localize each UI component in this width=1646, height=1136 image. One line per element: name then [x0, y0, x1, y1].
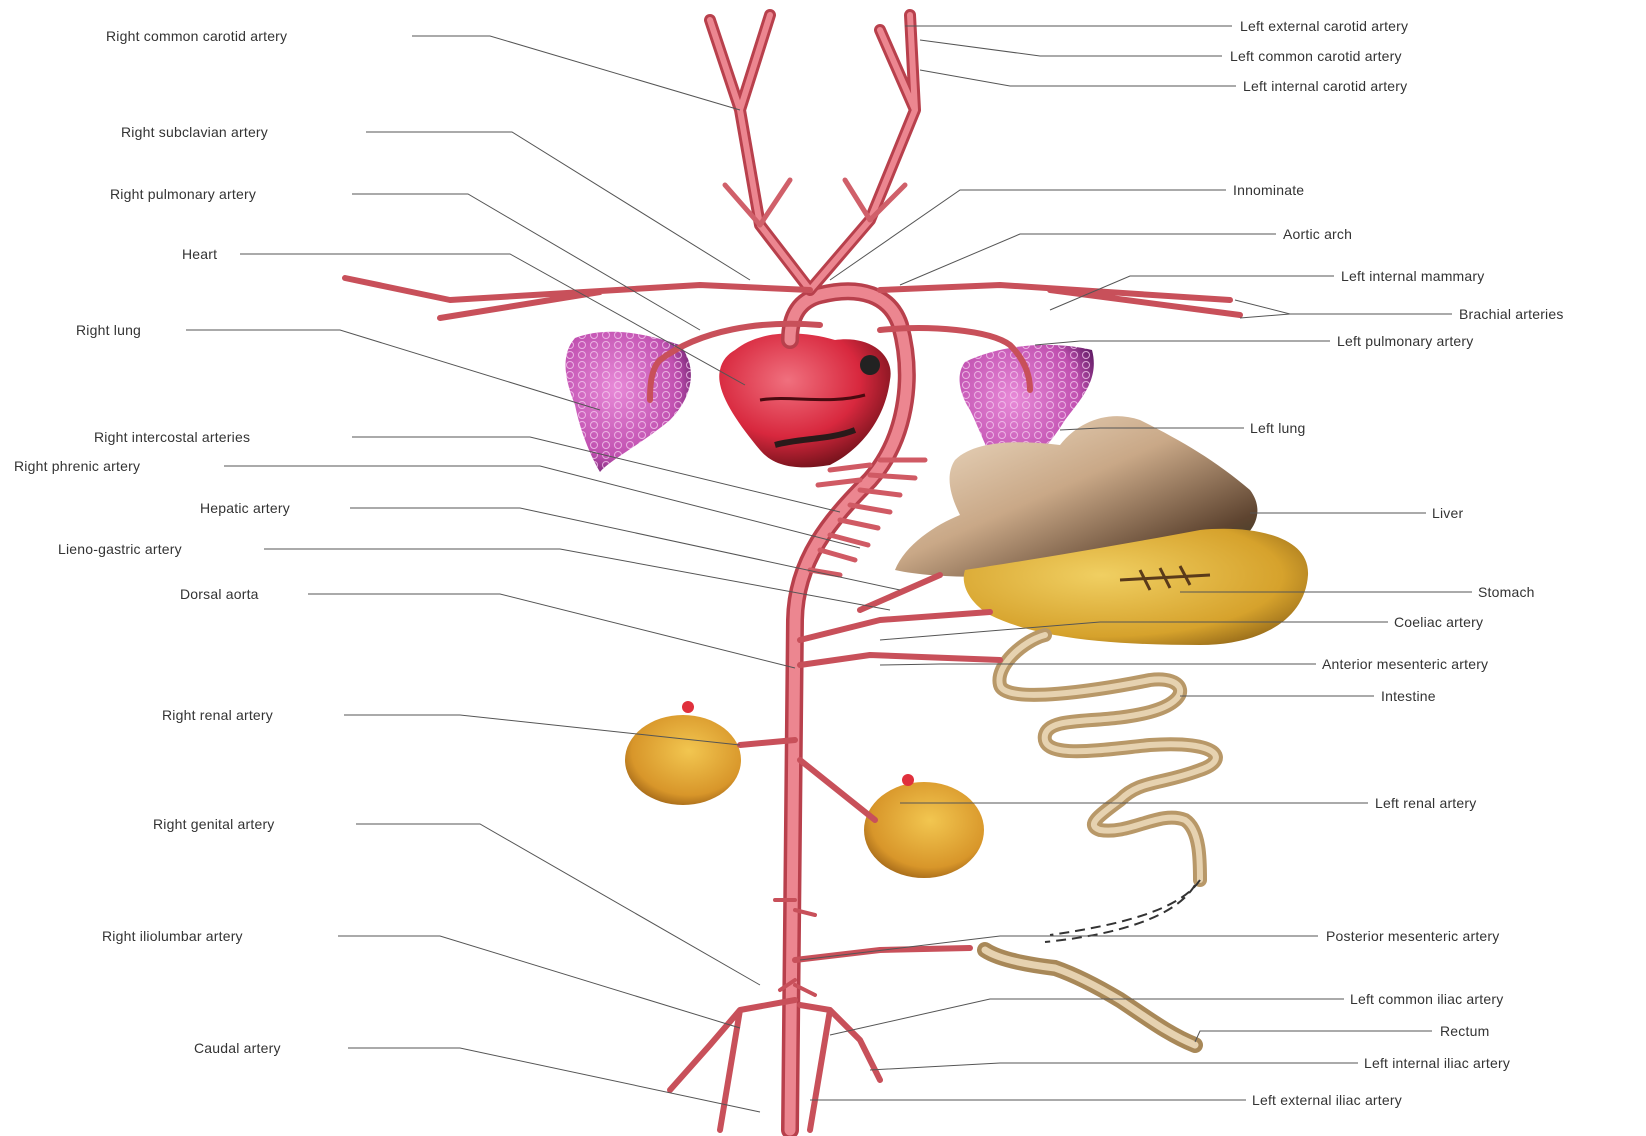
leader-aortic-arch — [900, 234, 1276, 285]
label-left-pulmonary: Left pulmonary artery — [1337, 333, 1473, 349]
leader-left-pulmonary — [1035, 341, 1330, 345]
leader-brachial — [1235, 300, 1452, 314]
label-right-iliolumbar: Right iliolumbar artery — [102, 928, 243, 944]
label-left-renal: Left renal artery — [1375, 795, 1476, 811]
heart — [719, 333, 890, 467]
label-lieno-gastric: Lieno-gastric artery — [58, 541, 182, 557]
leader-brachial-2 — [1240, 314, 1452, 318]
label-caudal: Caudal artery — [194, 1040, 281, 1056]
label-rectum: Rectum — [1440, 1023, 1489, 1039]
leader-right-subclavian — [366, 132, 750, 280]
label-left-internal-carotid: Left internal carotid artery — [1243, 78, 1407, 94]
leader-right-pulmonary — [352, 194, 700, 330]
leader-anterior-mesenteric — [880, 664, 1316, 665]
leader-dorsal-aorta — [308, 594, 795, 668]
label-dorsal-aorta: Dorsal aorta — [180, 586, 259, 602]
leader-right-common-carotid — [412, 36, 740, 110]
intestine — [999, 635, 1215, 880]
label-left-internal-mammary: Left internal mammary — [1341, 268, 1484, 284]
label-right-lung: Right lung — [76, 322, 141, 338]
label-coeliac: Coeliac artery — [1394, 614, 1483, 630]
label-posterior-mesenteric: Posterior mesenteric artery — [1326, 928, 1499, 944]
label-left-external-iliac: Left external iliac artery — [1252, 1092, 1402, 1108]
label-right-phrenic: Right phrenic artery — [14, 458, 140, 474]
label-stomach: Stomach — [1478, 584, 1535, 600]
left-kidney — [864, 774, 984, 878]
leader-left-internal-iliac — [870, 1063, 1358, 1070]
label-innominate: Innominate — [1233, 182, 1304, 198]
label-right-genital: Right genital artery — [153, 816, 275, 832]
label-anterior-mesenteric: Anterior mesenteric artery — [1322, 656, 1488, 672]
leader-right-lung — [186, 330, 600, 410]
label-right-pulmonary: Right pulmonary artery — [110, 186, 256, 202]
label-left-lung: Left lung — [1250, 420, 1306, 436]
label-left-common-carotid: Left common carotid artery — [1230, 48, 1402, 64]
label-aortic-arch: Aortic arch — [1283, 226, 1352, 242]
leader-left-common-iliac — [830, 999, 1344, 1035]
label-left-external-carotid: Left external carotid artery — [1240, 18, 1408, 34]
label-brachial: Brachial arteries — [1459, 306, 1564, 322]
label-liver: Liver — [1432, 505, 1463, 521]
label-left-common-iliac: Left common iliac artery — [1350, 991, 1503, 1007]
leader-left-common-carotid — [920, 40, 1222, 56]
label-right-renal: Right renal artery — [162, 707, 273, 723]
label-right-subclavian: Right subclavian artery — [121, 124, 268, 140]
label-heart: Heart — [182, 246, 217, 262]
leader-right-genital — [356, 824, 760, 985]
label-hepatic: Hepatic artery — [200, 500, 290, 516]
label-right-intercostal: Right intercostal arteries — [94, 429, 250, 445]
label-left-internal-iliac: Left internal iliac artery — [1364, 1055, 1510, 1071]
label-right-common-carotid: Right common carotid artery — [106, 28, 287, 44]
carotids — [710, 15, 915, 290]
leader-rectum — [1195, 1031, 1432, 1042]
leader-left-internal-carotid — [920, 70, 1236, 86]
leader-right-phrenic — [224, 466, 860, 548]
label-intestine: Intestine — [1381, 688, 1436, 704]
leader-right-iliolumbar — [338, 936, 740, 1028]
right-kidney — [625, 701, 741, 805]
